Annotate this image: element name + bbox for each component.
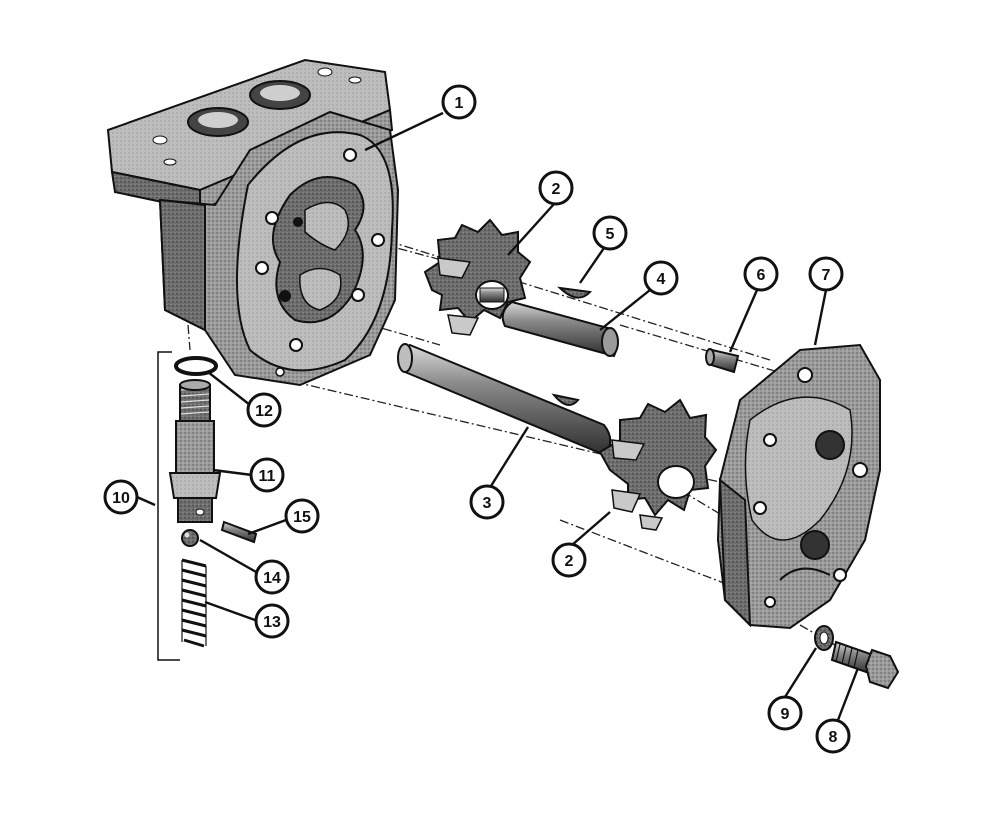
callout-15: 15 [284, 498, 320, 534]
leader-lines [136, 111, 860, 721]
callout-13: 13 [254, 603, 290, 639]
roll-pin [220, 520, 258, 544]
dowel-pin [705, 348, 740, 374]
o-ring [174, 356, 218, 376]
svg-text:11: 11 [259, 468, 276, 485]
long-shaft [397, 343, 612, 457]
svg-text:14: 14 [263, 570, 281, 587]
svg-text:13: 13 [263, 614, 281, 631]
callout-1: 1 [441, 84, 477, 120]
relief-valve-bracket [157, 351, 180, 661]
svg-text:6: 6 [757, 267, 766, 284]
cover-plate [716, 343, 881, 630]
callout-7: 7 [808, 256, 844, 292]
callout-8: 8 [815, 718, 851, 754]
callout-3: 3 [469, 484, 505, 520]
svg-text:9: 9 [781, 706, 790, 723]
svg-text:5: 5 [606, 226, 615, 243]
svg-text:2: 2 [565, 553, 574, 570]
callout-10: 10 [103, 479, 139, 515]
relief-valve-body [168, 379, 222, 523]
short-shaft [501, 300, 619, 358]
svg-text:3: 3 [483, 495, 492, 512]
pump-body [106, 58, 400, 387]
callout-4: 4 [643, 260, 679, 296]
svg-text:12: 12 [255, 403, 273, 420]
callout-11: 11 [249, 457, 285, 493]
svg-text:1: 1 [455, 95, 464, 112]
callout-9: 9 [767, 695, 803, 731]
woodruff-key [557, 286, 593, 299]
cap-screw [830, 640, 900, 690]
svg-text:4: 4 [657, 271, 666, 288]
svg-text:8: 8 [829, 729, 838, 746]
callout-6: 6 [743, 256, 779, 292]
svg-text:10: 10 [112, 490, 130, 507]
check-ball [181, 529, 199, 547]
relief-spring [181, 558, 207, 648]
callout-12: 12 [246, 392, 282, 428]
lower-gear [598, 398, 718, 531]
svg-text:7: 7 [822, 267, 831, 284]
svg-text:15: 15 [293, 509, 311, 526]
callout-2-upper: 2 [538, 170, 574, 206]
upper-gear [423, 218, 532, 336]
lock-washer [814, 625, 834, 651]
callout-2-lower: 2 [551, 542, 587, 578]
svg-text:2: 2 [552, 181, 561, 198]
callout-14: 14 [254, 559, 290, 595]
callout-5: 5 [592, 215, 628, 251]
